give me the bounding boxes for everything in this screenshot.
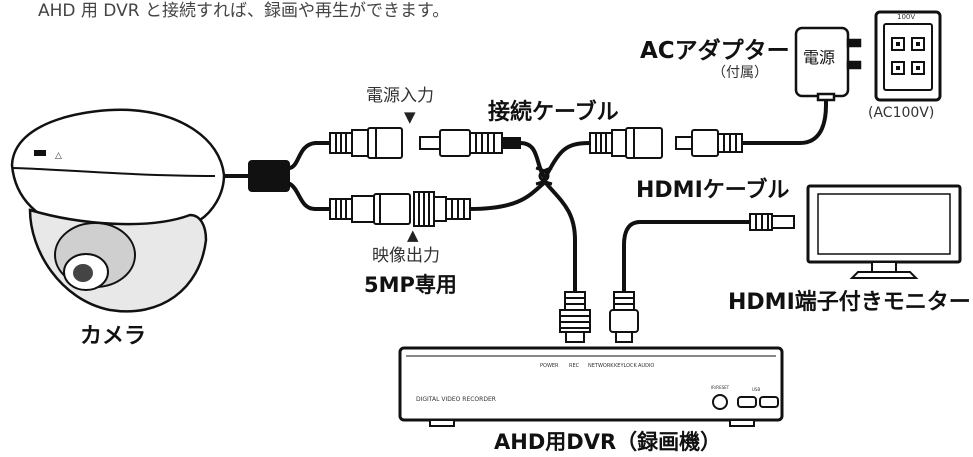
bnc-plug-dvr — [559, 291, 591, 343]
camera-video-connector — [329, 193, 411, 225]
outlet-voltage-label: 100V — [897, 13, 916, 21]
adapter-plug — [675, 129, 743, 157]
dvr-indicator-rec: REC — [569, 363, 580, 369]
cable-twist-icon — [535, 166, 553, 186]
up-arrow-icon: ▲ — [407, 226, 419, 244]
five-mp-label: 5MP専用 — [364, 273, 457, 297]
hdmi-cable — [622, 220, 752, 294]
ac100v-label: (AC100V) — [868, 105, 935, 121]
included-label: （付属） — [712, 65, 768, 81]
camera-mark-icon: △ — [55, 151, 62, 161]
dvr-indicator-keylock: KEYLOCK — [614, 363, 637, 369]
connection-power-branch — [518, 141, 547, 180]
dvr-usb-label: USB — [752, 387, 761, 392]
ac-adapter-icon — [794, 26, 862, 102]
down-arrow-icon: ▼ — [404, 108, 416, 126]
camera-video-lead — [288, 182, 332, 211]
dvr-indicator-network: NETWORK — [588, 363, 614, 369]
dvr-ir-port — [712, 394, 728, 410]
adapter-text: 電源 — [803, 48, 836, 67]
cables — [216, 90, 828, 294]
hdmi-plug-dvr — [609, 291, 639, 343]
dvr-icon — [398, 346, 784, 427]
ac-adapter-label: ACアダプター — [640, 38, 790, 64]
connection-power-female — [589, 127, 663, 159]
dvr-usb-port-2 — [759, 396, 779, 408]
monitor-icon — [806, 184, 962, 279]
dome-camera-icon — [10, 108, 226, 313]
dvr-indicator-audio: AUDIO — [638, 363, 655, 369]
connection-power-lead — [543, 141, 592, 180]
dvr-usb-port-1 — [737, 396, 757, 408]
hdmi-cable-label: HDMIケーブル — [636, 178, 790, 203]
camera-label: カメラ — [80, 324, 147, 349]
wall-outlet-icon — [874, 10, 942, 102]
hdmi-monitor-label: HDMI端子付きモニター — [728, 290, 971, 315]
connection-video-branch — [468, 180, 547, 211]
dvr-model-text: DIGITAL VIDEO RECORDER — [416, 396, 496, 403]
dvr-ir-label: IR/RESET — [711, 385, 730, 390]
connection-cable-label: 接続ケーブル — [488, 100, 619, 125]
camera-power-lead — [288, 141, 332, 170]
hdmi-plug-monitor — [749, 213, 795, 231]
video-output-label: 映像出力 — [372, 246, 440, 266]
dvr-caption: AHD用DVR（録画機） — [494, 430, 722, 454]
camera-power-connector — [329, 127, 403, 159]
dvr-indicator-power: POWER — [540, 363, 559, 369]
connection-power-plug — [419, 129, 521, 157]
cable-splitter — [248, 160, 290, 192]
intro-text: AHD 用 DVR と接続すれば、録画や再生ができます。 — [38, 1, 450, 21]
connection-to-dvr — [543, 180, 577, 294]
bnc-connector — [413, 191, 471, 227]
power-input-label: 電源入力 — [366, 86, 434, 106]
adapter-cable — [740, 90, 828, 145]
